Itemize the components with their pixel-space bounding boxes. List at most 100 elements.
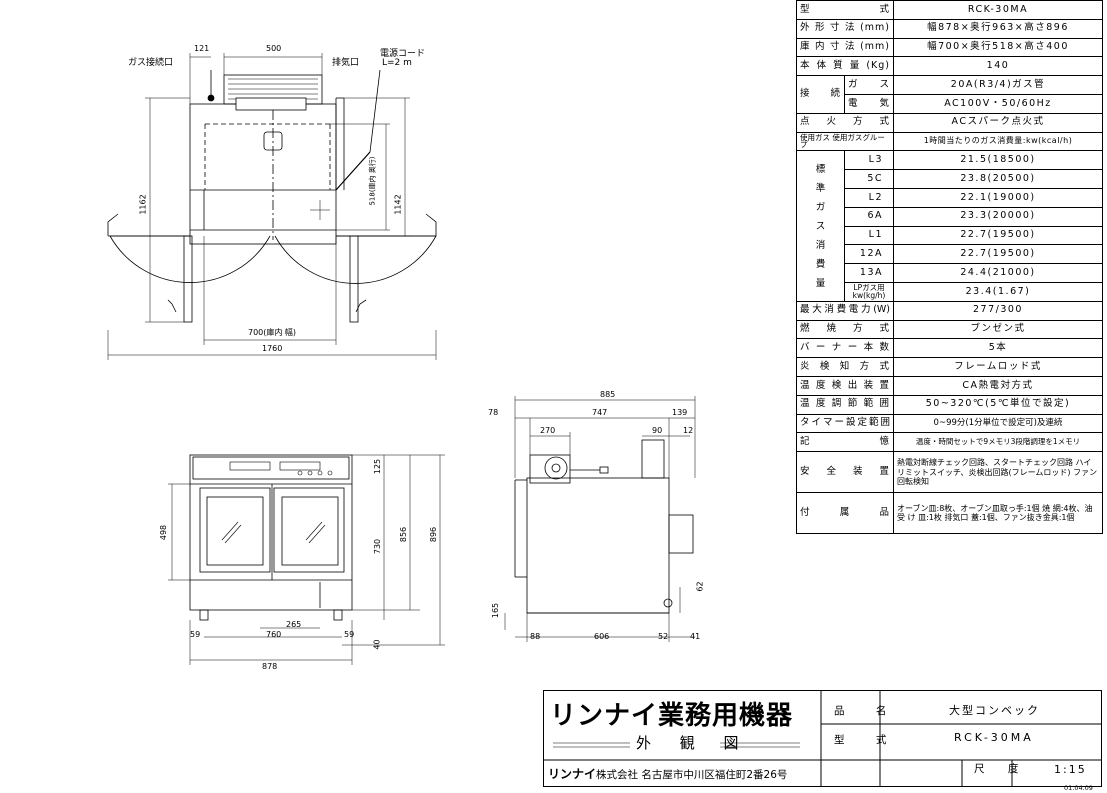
spec-row-power: 最大消費電力(W) 277/300 — [796, 300, 1103, 321]
dim-747: 747 — [592, 408, 608, 417]
gas-name: 6A — [844, 206, 894, 227]
spec-label: 温度調節範囲 — [796, 394, 894, 415]
lp-label: LPガス用 kw(kg/h) — [844, 281, 894, 302]
company-name: リンナイ — [548, 767, 597, 781]
title-block-lines — [543, 690, 1102, 787]
spec-row-safety: 安 全 装 置 熱電対断線チェック回路、スタートチェック回路 ハイリミットスイッ… — [796, 451, 1103, 494]
spec-value: 温度・時間セットで9メモリ3段階調理を1メモリ — [893, 432, 1103, 453]
spec-row-timer: タイマー設定範囲 0~99分(1分単位で設定可)及連続 — [796, 413, 1103, 434]
spec-row-weight: 本体質量(Kg) 140 — [796, 56, 1103, 77]
spec-label: 外形寸法(mm) — [796, 18, 894, 39]
spec-label: 接 続 — [796, 75, 845, 114]
gas-name: 12A — [844, 244, 894, 265]
spec-table: 型 式 RCK-30MA 外形寸法(mm) 幅878×奥行963×高さ896 庫… — [796, 0, 1103, 535]
dim-518: 518(庫内 奥行) — [368, 156, 377, 206]
date-code: 01.04.09 — [1064, 784, 1093, 792]
gas-name: L1 — [844, 225, 894, 246]
gas-value: 22.7(19500) — [893, 244, 1103, 265]
gas-name: L2 — [844, 187, 894, 208]
spec-row-combustion: 燃 焼 方 式 ブンゼン式 — [796, 319, 1103, 340]
control-panel — [192, 456, 350, 480]
standard-consumption-text: 標準ガス消費量 — [815, 163, 826, 289]
product-name-label: 品 名 — [834, 705, 901, 717]
gas-value: 23.3(20000) — [893, 206, 1103, 227]
exhaust-label: 排気口 — [332, 58, 360, 68]
gas-row-lp: LPガス用 kw(kg/h) 23.4(1.67) — [797, 281, 1103, 302]
dim-59-left: 59 — [190, 630, 201, 639]
spec-row-model: 型 式 RCK-30MA — [796, 0, 1103, 20]
gas-value: 22.7(19500) — [893, 225, 1103, 246]
spec-row-internal: 庫内寸法(mm) 幅700×奥行518×高さ400 — [796, 37, 1103, 58]
spec-sublabel: 電 気 — [844, 93, 894, 114]
spec-row-ignition: 点 火 方 式 ACスパーク点火式 — [796, 112, 1103, 133]
spec-value: 幅878×奥行963×高さ896 — [893, 18, 1103, 39]
spec-label: 型 式 — [796, 0, 894, 20]
spec-row-flame: 炎検知方式 フレームロッド式 — [796, 357, 1103, 377]
top-view — [107, 53, 437, 360]
side-view — [504, 396, 696, 642]
spec-row-temp-detect: 温度検出装置 CA熱電対方式 — [796, 375, 1103, 396]
spec-value: 0~99分(1分単位で設定可)及連続 — [893, 413, 1103, 434]
gas-name: 13A — [844, 263, 894, 283]
company-address: 株式会社 名古屋市中川区福住町2番26号 — [596, 769, 788, 781]
cord-length-label: L=2 m — [382, 58, 412, 68]
dim-885: 885 — [600, 390, 616, 399]
spec-value: オーブン皿:8枚、オーブン皿取っ手:1個 焼 網:4枚、油 受 け 皿:1枚 排… — [893, 492, 1103, 535]
gas-row: 標準ガス消費量 L3 21.5(18500) — [796, 150, 1103, 302]
lp-value: 23.4(1.67) — [893, 281, 1103, 302]
spec-row-gas-group: 使用ガス 使用ガスグループ 1時間当たりのガス消費量:kw(kcal/h) — [796, 131, 1103, 152]
dim-896: 896 — [429, 526, 439, 543]
scale-value: 1:15 — [1054, 763, 1087, 776]
spec-value: 熱電対断線チェック回路、スタートチェック回路 ハイリミットスイッチ、炎検出回路(… — [893, 451, 1103, 494]
gas-inlet-marker — [207, 94, 215, 102]
dim-165: 165 — [491, 602, 501, 619]
dim-88: 88 — [530, 632, 541, 641]
spec-row-memo: 記 憶 温度・時間セットで9メモリ3段階調理を1メモリ — [796, 432, 1103, 453]
dim-265: 265 — [286, 620, 302, 629]
dim-1142: 1142 — [393, 194, 403, 215]
spec-row-accessories: 付 属 品 オーブン皿:8枚、オーブン皿取っ手:1個 焼 網:4枚、油 受 け … — [796, 492, 1103, 535]
gas-value: 22.1(19000) — [893, 187, 1103, 208]
top-view-body — [189, 103, 337, 245]
dim-700: 700(庫内 幅) — [248, 328, 297, 337]
gas-inlet-label: ガス接続口 — [128, 58, 174, 68]
gas-value: 23.8(20500) — [893, 169, 1103, 189]
dim-270: 270 — [540, 426, 556, 435]
dim-90: 90 — [652, 426, 663, 435]
spec-value: CA熱電対方式 — [893, 375, 1103, 396]
scale-label: 尺 度 — [974, 763, 1029, 775]
spec-value: ブンゼン式 — [893, 319, 1103, 340]
gas-row: L2 22.1(19000) — [797, 187, 1103, 208]
gas-row: 5C 23.8(20500) — [797, 169, 1103, 189]
dim-498: 498 — [159, 524, 169, 541]
door-right — [273, 487, 345, 573]
gas-value: 21.5(18500) — [893, 150, 1103, 171]
spec-label: タイマー設定範囲 — [796, 413, 894, 434]
front-view-body — [189, 454, 353, 611]
gas-name: 5C — [844, 169, 894, 189]
dim-62: 62 — [695, 581, 705, 592]
dim-59-right: 59 — [344, 630, 355, 639]
drawing-title: 外 観 図 — [636, 734, 751, 752]
company-line: リンナイ株式会社 名古屋市中川区福住町2番26号 — [548, 765, 787, 782]
standard-consumption-label: 標準ガス消費量 — [796, 150, 845, 302]
dim-78: 78 — [488, 408, 499, 417]
title-block: リンナイ業務用機器 外 観 図 リンナイ株式会社 名古屋市中川区福住町2番26号… — [543, 690, 1102, 787]
spec-label: 記 憶 — [796, 432, 894, 453]
dim-125: 125 — [373, 458, 383, 475]
dim-139: 139 — [672, 408, 688, 417]
spec-row-burner: バーナー本数 5本 — [796, 338, 1103, 359]
spec-value: 277/300 — [893, 300, 1103, 321]
spec-value: 140 — [893, 56, 1103, 77]
spec-row-external: 外形寸法(mm) 幅878×奥行963×高さ896 — [796, 18, 1103, 39]
brand-name: リンナイ業務用機器 — [550, 701, 794, 731]
spec-label: 温度検出装置 — [796, 375, 894, 396]
gas-row: 6A 23.3(20000) — [797, 206, 1103, 227]
spec-label: 最大消費電力(W) — [796, 300, 894, 321]
spec-row-gas: 接 続 ガ ス 20A(R3/4)ガス管 — [796, 75, 1103, 114]
dim-760: 760 — [266, 630, 282, 639]
gas-value: 24.4(21000) — [893, 263, 1103, 283]
spec-label: 使用ガス 使用ガスグループ — [796, 131, 894, 152]
dim-878: 878 — [262, 662, 278, 671]
